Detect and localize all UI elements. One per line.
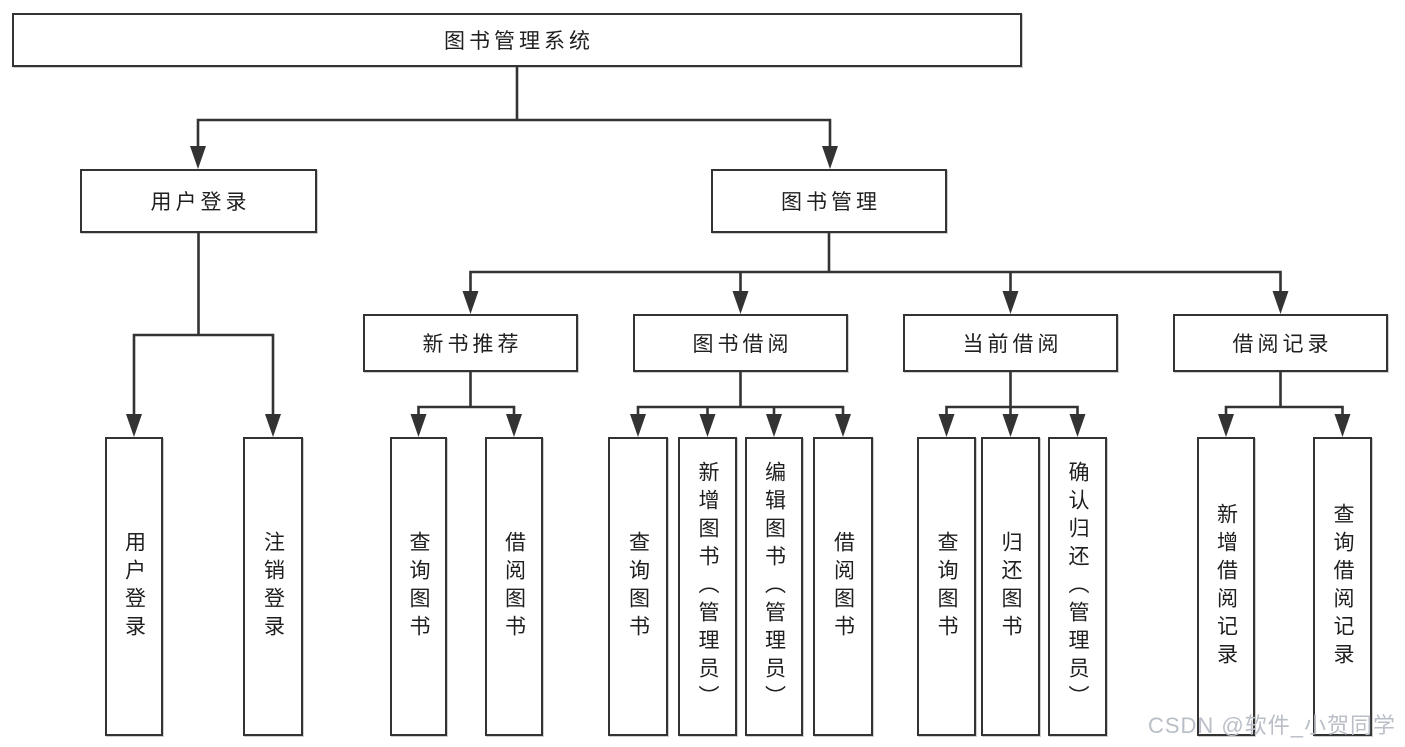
node-book-management: 图书管理 — [711, 169, 947, 233]
node-label: 确认归还（管理员） — [1066, 460, 1089, 713]
node-query-borrow-record: 查询借阅记录 — [1313, 437, 1372, 736]
arrowhead — [1002, 414, 1019, 437]
arrowhead — [126, 414, 142, 437]
node-label: 查询借阅记录 — [1331, 502, 1354, 671]
arrowhead — [938, 414, 955, 437]
node-book-borrowing: 图书借阅 — [633, 314, 848, 372]
arrowhead — [462, 291, 479, 314]
node-add-borrow-record: 新增借阅记录 — [1197, 437, 1255, 736]
node-system-root: 图书管理系统 — [12, 13, 1022, 67]
node-label: 新增图书（管理员） — [696, 460, 719, 713]
arrowhead — [822, 146, 838, 169]
node-borrow-books-1: 借阅图书 — [485, 437, 543, 736]
arrowhead — [190, 146, 206, 169]
node-label: 查询图书 — [935, 530, 958, 643]
arrowhead — [1069, 414, 1086, 437]
arrowhead — [766, 414, 782, 437]
node-label: 新增借阅记录 — [1214, 502, 1238, 671]
node-add-books-admin: 新增图书（管理员） — [678, 437, 737, 736]
node-label: 图书借阅 — [692, 333, 793, 356]
node-label: 编辑图书（管理员） — [762, 460, 786, 713]
arrowhead — [506, 414, 522, 437]
arrowhead — [1272, 291, 1289, 314]
node-label: 查询图书 — [407, 530, 430, 643]
arrowhead — [410, 414, 427, 437]
node-edit-books-admin: 编辑图书（管理员） — [745, 437, 803, 736]
node-return-books: 归还图书 — [981, 437, 1040, 736]
node-confirm-return-admin: 确认归还（管理员） — [1048, 437, 1107, 736]
node-label: 借阅图书 — [502, 530, 526, 643]
node-borrow-records: 借阅记录 — [1173, 314, 1388, 372]
arrowhead — [835, 414, 851, 437]
arrowhead — [699, 414, 716, 437]
node-current-borrowing: 当前借阅 — [903, 314, 1118, 372]
node-label: 图书管理系统 — [444, 30, 594, 53]
node-label: 归还图书 — [999, 530, 1022, 643]
node-new-book-recommend: 新书推荐 — [363, 314, 578, 372]
arrowhead — [1002, 291, 1019, 314]
node-user-login: 用户登录 — [105, 437, 163, 736]
arrowhead — [630, 414, 646, 437]
node-label: 查询图书 — [626, 530, 650, 643]
node-label: 借阅记录 — [1232, 333, 1333, 356]
node-label: 图书管理 — [781, 191, 881, 214]
node-logout: 注销登录 — [243, 437, 303, 736]
node-label: 用户登录 — [150, 191, 251, 214]
arrowhead — [1334, 414, 1351, 437]
watermark: CSDN @软件_小贺同学 — [1147, 713, 1396, 738]
node-query-books-1: 查询图书 — [390, 437, 447, 736]
node-label: 新书推荐 — [422, 333, 523, 356]
node-query-books-3: 查询图书 — [917, 437, 976, 736]
arrowhead — [732, 291, 749, 314]
arrowhead — [265, 414, 281, 437]
node-user-login-group: 用户登录 — [80, 169, 317, 233]
node-label: 借阅图书 — [831, 530, 855, 643]
node-label: 用户登录 — [122, 530, 146, 643]
node-borrow-books-2: 借阅图书 — [813, 437, 873, 736]
node-query-books-2: 查询图书 — [608, 437, 668, 736]
node-label: 当前借阅 — [962, 333, 1063, 356]
node-label: 注销登录 — [261, 530, 285, 643]
arrowhead — [1218, 414, 1234, 437]
